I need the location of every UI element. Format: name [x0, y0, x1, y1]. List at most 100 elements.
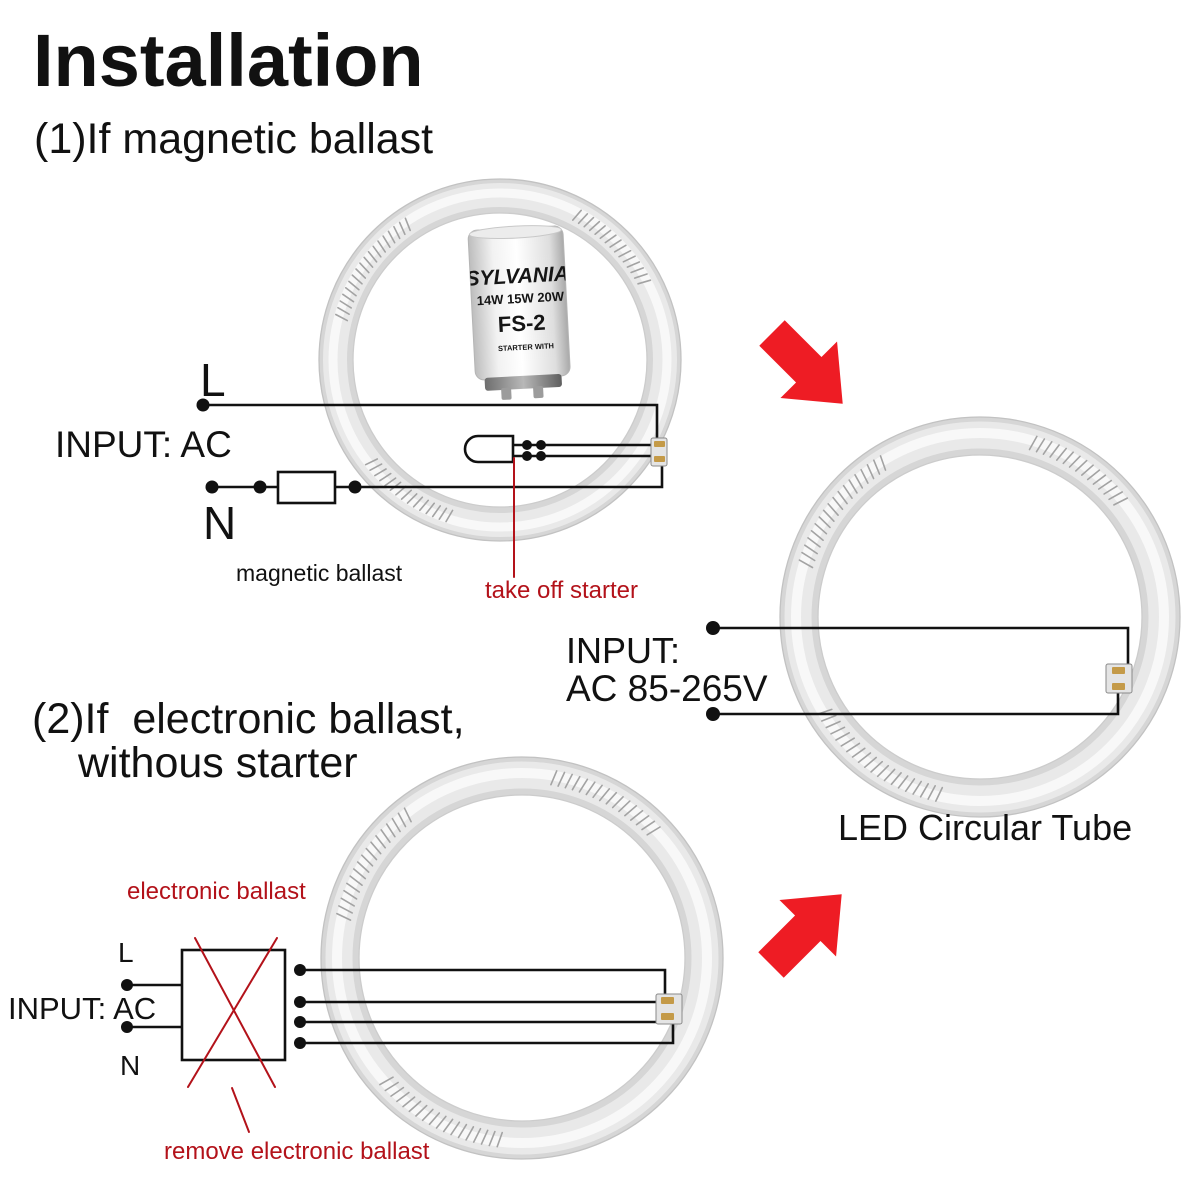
terminal-neutral — [121, 1021, 133, 1033]
vent-slot — [380, 829, 391, 843]
vent-slot — [418, 499, 430, 512]
vent-slot — [421, 1108, 434, 1122]
vent-slot — [807, 537, 821, 548]
vent-slot — [633, 273, 648, 279]
vent-slot — [1056, 447, 1067, 461]
vent-slot — [355, 268, 367, 279]
vent-slot — [611, 795, 624, 809]
vent-slots — [336, 770, 661, 1148]
wire-live — [203, 403, 659, 441]
vent-slot — [402, 1096, 416, 1108]
vent-slot — [431, 505, 442, 518]
page-title: Installation — [33, 19, 424, 102]
junction-dot — [294, 1016, 306, 1028]
vent-slot — [352, 868, 367, 880]
starter-symbol — [463, 434, 515, 464]
led-wiring — [706, 621, 1133, 721]
tube-connector — [650, 437, 668, 467]
vent-slot — [480, 1129, 489, 1145]
vent-slot — [415, 1104, 428, 1117]
vent-slot — [351, 274, 363, 285]
vent-slot — [637, 279, 652, 285]
vent-slot — [592, 784, 603, 799]
remove-cross-line — [187, 937, 278, 1088]
vent-slot — [450, 1121, 461, 1136]
tube-connector — [655, 993, 683, 1025]
junction-dot — [294, 964, 306, 976]
remove-ballast-note: remove electronic ballast — [164, 1138, 430, 1165]
vent-slot — [435, 1115, 447, 1129]
section2-live-label: L — [118, 937, 134, 968]
vent-slot — [387, 230, 396, 244]
remove-pointer-line — [231, 1087, 250, 1133]
vent-slot — [442, 1118, 454, 1133]
vent-slot — [626, 261, 641, 268]
starter: SYLVANIA 14W 15W 20W FS-2 STARTER WITH — [467, 225, 571, 400]
vent-slot — [577, 213, 589, 225]
vent-slot — [564, 773, 574, 789]
vent-slot — [863, 756, 878, 769]
junction-dot — [536, 451, 546, 461]
section2-heading-line1: (2)If electronic ballast, — [32, 695, 465, 743]
vent-slot — [397, 812, 407, 828]
vent-slot — [338, 905, 354, 914]
tube-highlight — [791, 428, 1169, 806]
vent-slot — [622, 255, 636, 263]
vent-slot — [599, 229, 612, 240]
vent-slot — [348, 280, 360, 291]
section2-neutral-label: N — [120, 1050, 140, 1081]
tube-highlight — [328, 188, 672, 532]
vent-slot — [396, 1091, 410, 1103]
junction-dot — [294, 1037, 306, 1049]
vent-slot — [1086, 469, 1101, 481]
vent-slot — [438, 507, 448, 521]
vent-slot — [585, 781, 596, 796]
vent-slot — [496, 1131, 504, 1148]
led-voltage-label: AC 85-265V — [566, 668, 768, 709]
section1-live-label: L — [200, 354, 226, 406]
starter-caption: STARTER WITH — [498, 341, 555, 353]
vent-slot — [883, 768, 896, 782]
vent-slot — [897, 775, 909, 789]
vent-slot — [428, 1112, 441, 1126]
vent-slot — [359, 262, 370, 274]
wire-tube-4 — [300, 1021, 675, 1045]
magnetic-wiring — [196, 398, 668, 578]
vent-slot — [378, 472, 392, 482]
vent-slot — [618, 249, 632, 258]
magnetic-ballast-label: magnetic ballast — [236, 560, 403, 586]
vent-slot — [374, 468, 387, 477]
vent-slot — [827, 503, 839, 517]
vent-slot — [635, 815, 650, 826]
remove-cross-line — [194, 937, 276, 1088]
terminal-live — [121, 979, 133, 991]
vent-slot — [339, 300, 353, 309]
vent-slot — [390, 1086, 405, 1097]
vent-slot — [385, 823, 396, 838]
vent-slot — [370, 841, 382, 855]
section1-heading: (1)If magnetic ballast — [34, 115, 433, 163]
tube-inner-edge — [358, 794, 686, 1122]
terminal-live — [196, 398, 210, 412]
vent-slot — [854, 473, 864, 489]
vent-slot — [890, 771, 902, 786]
led-tube-caption: LED Circular Tube — [838, 807, 1132, 848]
vent-slot — [594, 225, 606, 235]
vent-slot — [1049, 444, 1060, 458]
vent-slot — [465, 1126, 475, 1141]
junction-dot — [522, 440, 532, 450]
starter-model: FS-2 — [497, 310, 546, 337]
tube-outer-edge — [318, 178, 682, 542]
junction-dot — [253, 480, 267, 494]
vent-slot — [1062, 451, 1074, 465]
vent-slot — [851, 747, 866, 758]
vent-slot — [630, 267, 645, 274]
circular-tube-led — [779, 416, 1181, 818]
wire-led-1 — [713, 626, 1130, 668]
junction-dot — [522, 451, 532, 461]
vent-slot — [904, 778, 916, 793]
vent-slot — [1081, 464, 1094, 476]
vent-slot — [382, 235, 391, 248]
vent-slot — [870, 760, 884, 773]
